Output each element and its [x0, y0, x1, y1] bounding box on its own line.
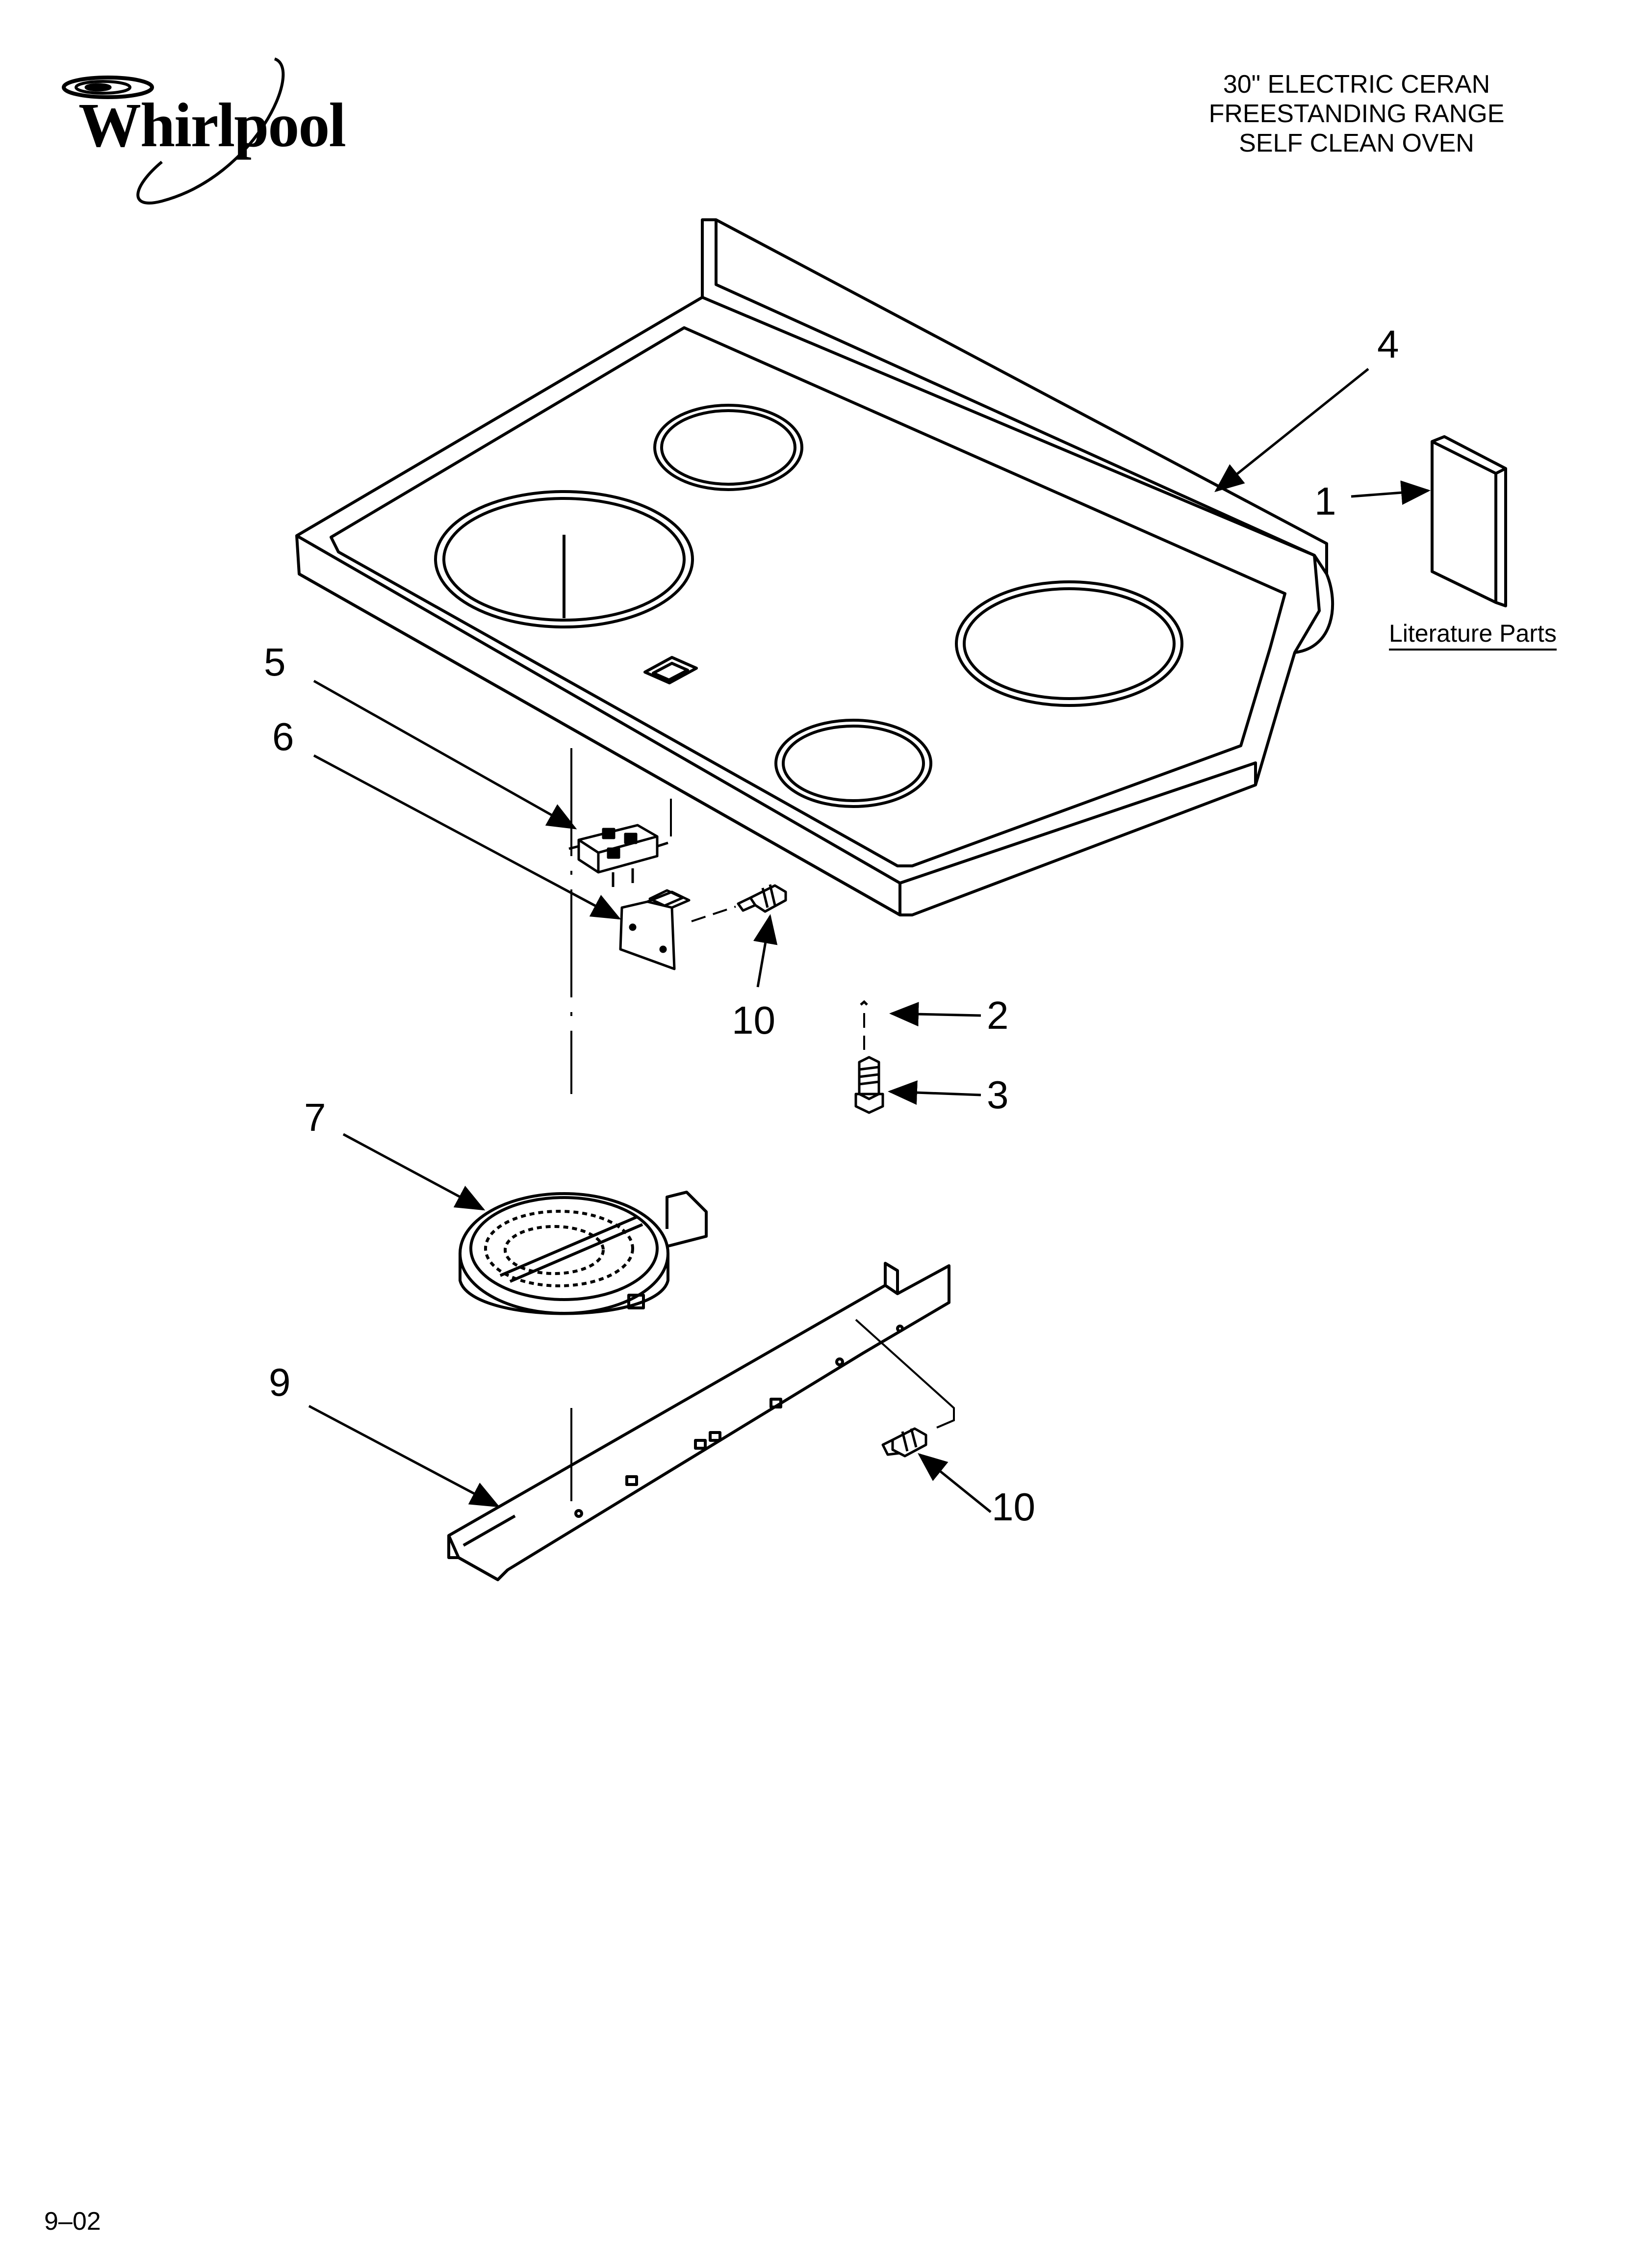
terminal-block-icon [568, 824, 668, 887]
callout-4: 4 [1377, 322, 1399, 366]
footer-date: 9–02 [44, 2207, 101, 2236]
callout-10-upper: 10 [732, 998, 775, 1042]
brand-name: Whirlpool [78, 90, 346, 160]
screw-icon [881, 1427, 927, 1458]
callout-10-lower: 10 [992, 1485, 1035, 1529]
cooktop-icon [295, 218, 1334, 916]
screw-icon [854, 1056, 884, 1114]
title-line-1: 30" ELECTRIC CERAN [1223, 70, 1490, 99]
title-line-2: FREESTANDING RANGE [1208, 100, 1505, 128]
callout-7: 7 [304, 1095, 326, 1139]
callout-2: 2 [987, 993, 1009, 1037]
callout-5: 5 [264, 640, 286, 684]
title-line-3: SELF CLEAN OVEN [1239, 129, 1474, 157]
clip-icon [860, 1000, 868, 1006]
callout-3: 3 [987, 1073, 1009, 1117]
callout-6: 6 [272, 715, 294, 758]
literature-parts-label: Literature Parts [1389, 619, 1557, 651]
assembly-lines [570, 748, 955, 1501]
screw-icon [737, 884, 787, 913]
page-title: 30" ELECTRIC CERAN FREESTANDING RANGE SE… [1136, 70, 1577, 158]
leader-lines [308, 368, 1431, 1513]
support-bracket-icon [447, 1262, 950, 1581]
radiant-element-icon [459, 1191, 708, 1315]
bracket-icon [619, 889, 691, 970]
whirlpool-logo-icon [62, 57, 285, 205]
booklet-icon [1431, 435, 1507, 607]
callout-9: 9 [269, 1360, 291, 1404]
callout-1: 1 [1314, 479, 1336, 523]
